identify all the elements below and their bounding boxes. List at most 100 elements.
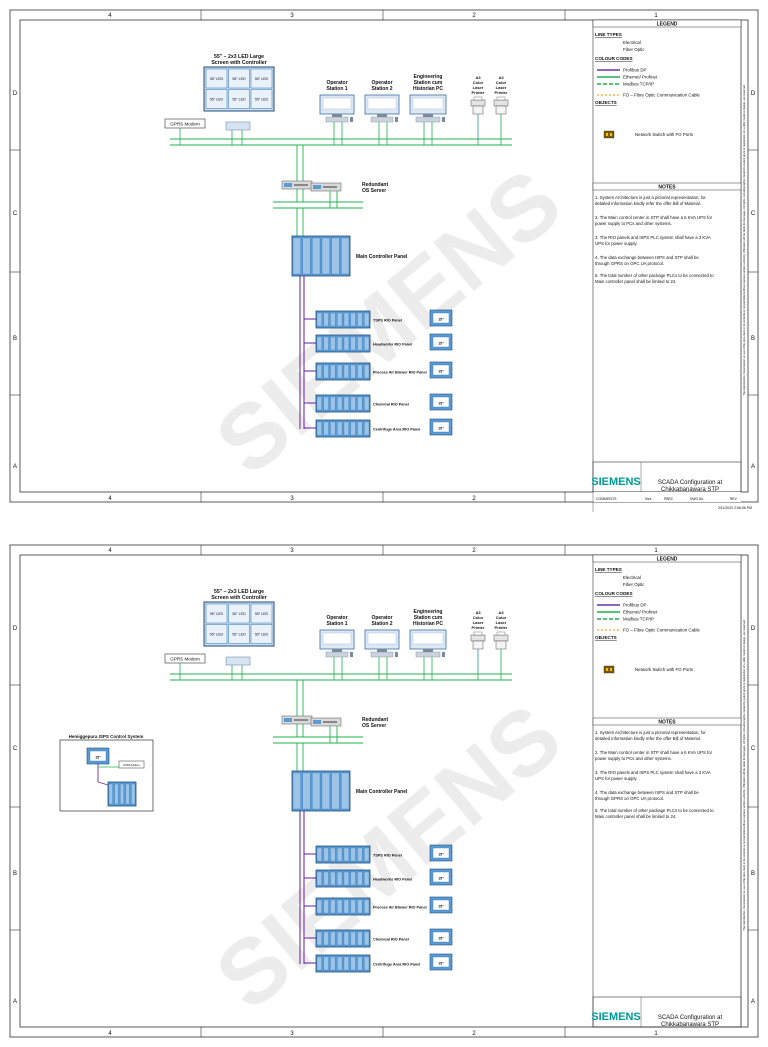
op1-label-line1: Operator [326, 80, 347, 86]
drawing-title-line2: Chikkabanawara STP [661, 1022, 719, 1028]
note-line: 4. The data exchange between ISPS and ST… [595, 255, 699, 260]
colour-codes-title: COLOUR CODES [595, 591, 633, 596]
legend-profibus-label: Profibus DP [623, 603, 646, 608]
isps-plc-rack-module [131, 783, 136, 805]
rio-panel-label: Headworks RIO Panel [373, 878, 412, 882]
rio-panel-module [350, 336, 356, 351]
main-panel-label: Main Controller Panel [356, 789, 408, 795]
isps-box [59, 739, 154, 812]
led-wall-title-line2: Screen with Controller [211, 60, 266, 66]
rio-panel [315, 394, 371, 413]
led-panel-label: 55" LED [232, 98, 246, 102]
rio-hmi-label: 15" [438, 342, 444, 346]
rio-panel-module [343, 899, 349, 914]
isps-plc-rack-module [114, 783, 119, 805]
rio-panel-module [316, 421, 322, 436]
rio-panel-module [343, 336, 349, 351]
rio-hmi-label: 15" [438, 937, 444, 941]
rio-hmi-screen [432, 336, 450, 348]
rio-panel-module [323, 336, 329, 351]
printer-2-tray [495, 640, 507, 650]
engineering-station-display [412, 97, 444, 110]
rio-panel-module [364, 956, 370, 971]
main-controller-panel-module [312, 237, 321, 275]
rio-panel-module [364, 899, 370, 914]
led-panel-cell [250, 89, 273, 109]
page-gap [0, 512, 768, 535]
led-wall-title-line1: 55" – 2x3 LED Large [214, 589, 264, 595]
engineering-station-stand [423, 649, 433, 652]
rio-panel-module [316, 871, 322, 886]
main-controller-panel-module [341, 772, 350, 810]
rio-panel-module [364, 364, 370, 379]
led-panel-label: 55" LED [232, 633, 246, 637]
led-panel-label: 55" LED [232, 77, 246, 81]
rio-panel-label: Headworks RIO Panel [373, 343, 412, 347]
rio-hmi-screen [432, 364, 450, 376]
rio-panel-module [343, 364, 349, 379]
op1-label-line1: Operator [326, 615, 347, 621]
zone-col-top: 3 [290, 548, 294, 554]
led-panel-cell [228, 89, 250, 109]
rio-hmi-label: 15" [438, 402, 444, 406]
legend-ethernet-label: Ethernet/ Profinet [623, 75, 658, 80]
printer-2-body [493, 634, 509, 642]
notes-header [592, 717, 742, 726]
rio-panel-module [357, 847, 363, 862]
legend-switch-label: Network Switch with FO Ports [635, 667, 694, 672]
size-label: Size [645, 497, 652, 501]
printer-1-label: Laser [473, 85, 484, 90]
rio-panel-module [357, 312, 363, 327]
led-panel-cell [205, 624, 228, 644]
rio-panel-module [357, 931, 363, 946]
operator-station-2-keyboard [370, 651, 394, 658]
printer-2-label: Printer [495, 90, 508, 95]
led-wall-title-line2: Screen with Controller [211, 595, 266, 601]
rio-panel-module [330, 312, 336, 327]
zone-row-right: C [751, 746, 756, 752]
pbrc-label: PBRC [664, 497, 674, 501]
rio-panel [315, 334, 371, 353]
op1-label-line2: Station 1 [326, 86, 347, 92]
os-server-label-line1: Redundant [362, 182, 388, 188]
rio-panel-label: Process Air Blower RIO Panel [373, 906, 427, 910]
printer-1-label: A3 [475, 75, 481, 80]
rio-panel-module [357, 336, 363, 351]
led-panel-cell [250, 624, 273, 644]
zone-row-left: C [13, 746, 18, 752]
eng-label-line3: Historian PC [413, 621, 443, 627]
zone-row-left: A [13, 999, 17, 1005]
rio-panel-module [323, 421, 329, 436]
rio-panel-label: Chemical RIO Panel [373, 938, 409, 942]
zone-col-top: 1 [654, 13, 658, 19]
main-controller-panel-module [312, 772, 321, 810]
title-fields-bg [593, 492, 741, 502]
zone-row-left: C [13, 211, 18, 217]
rio-panel-module [357, 421, 363, 436]
rio-hmi-screen [432, 899, 450, 911]
gprs-modem-label: GPRS Modem [170, 122, 200, 127]
main-controller-panel-module [321, 237, 330, 275]
eng-label-line2: Station cum [414, 615, 443, 621]
legend-electrical-label: Electrical [623, 575, 641, 580]
gprs-modem-label: GPRS Modem [170, 657, 200, 662]
operator-station-1-display [322, 97, 352, 110]
main-panel-label: Main Controller Panel [356, 254, 408, 260]
op2-label-line1: Operator [371, 80, 392, 86]
operator-station-2-display [367, 97, 397, 110]
printer-1-label: Printer [472, 625, 485, 630]
printer-1-body [470, 634, 486, 642]
comments-label: COMMENTS [596, 497, 617, 501]
zone-col-top: 3 [290, 13, 294, 19]
eng-label-line3: Historian PC [413, 86, 443, 92]
legend-header [592, 19, 742, 28]
note-line: 1. System Architecture is just a pictori… [595, 195, 706, 200]
led-panel-label: 55" LED [255, 633, 269, 637]
notes-header [592, 182, 742, 191]
rio-hmi-screen [432, 956, 450, 968]
led-panel-cell [250, 68, 273, 89]
rio-panel-module [337, 956, 343, 971]
operator-station-1-stand [332, 114, 342, 117]
